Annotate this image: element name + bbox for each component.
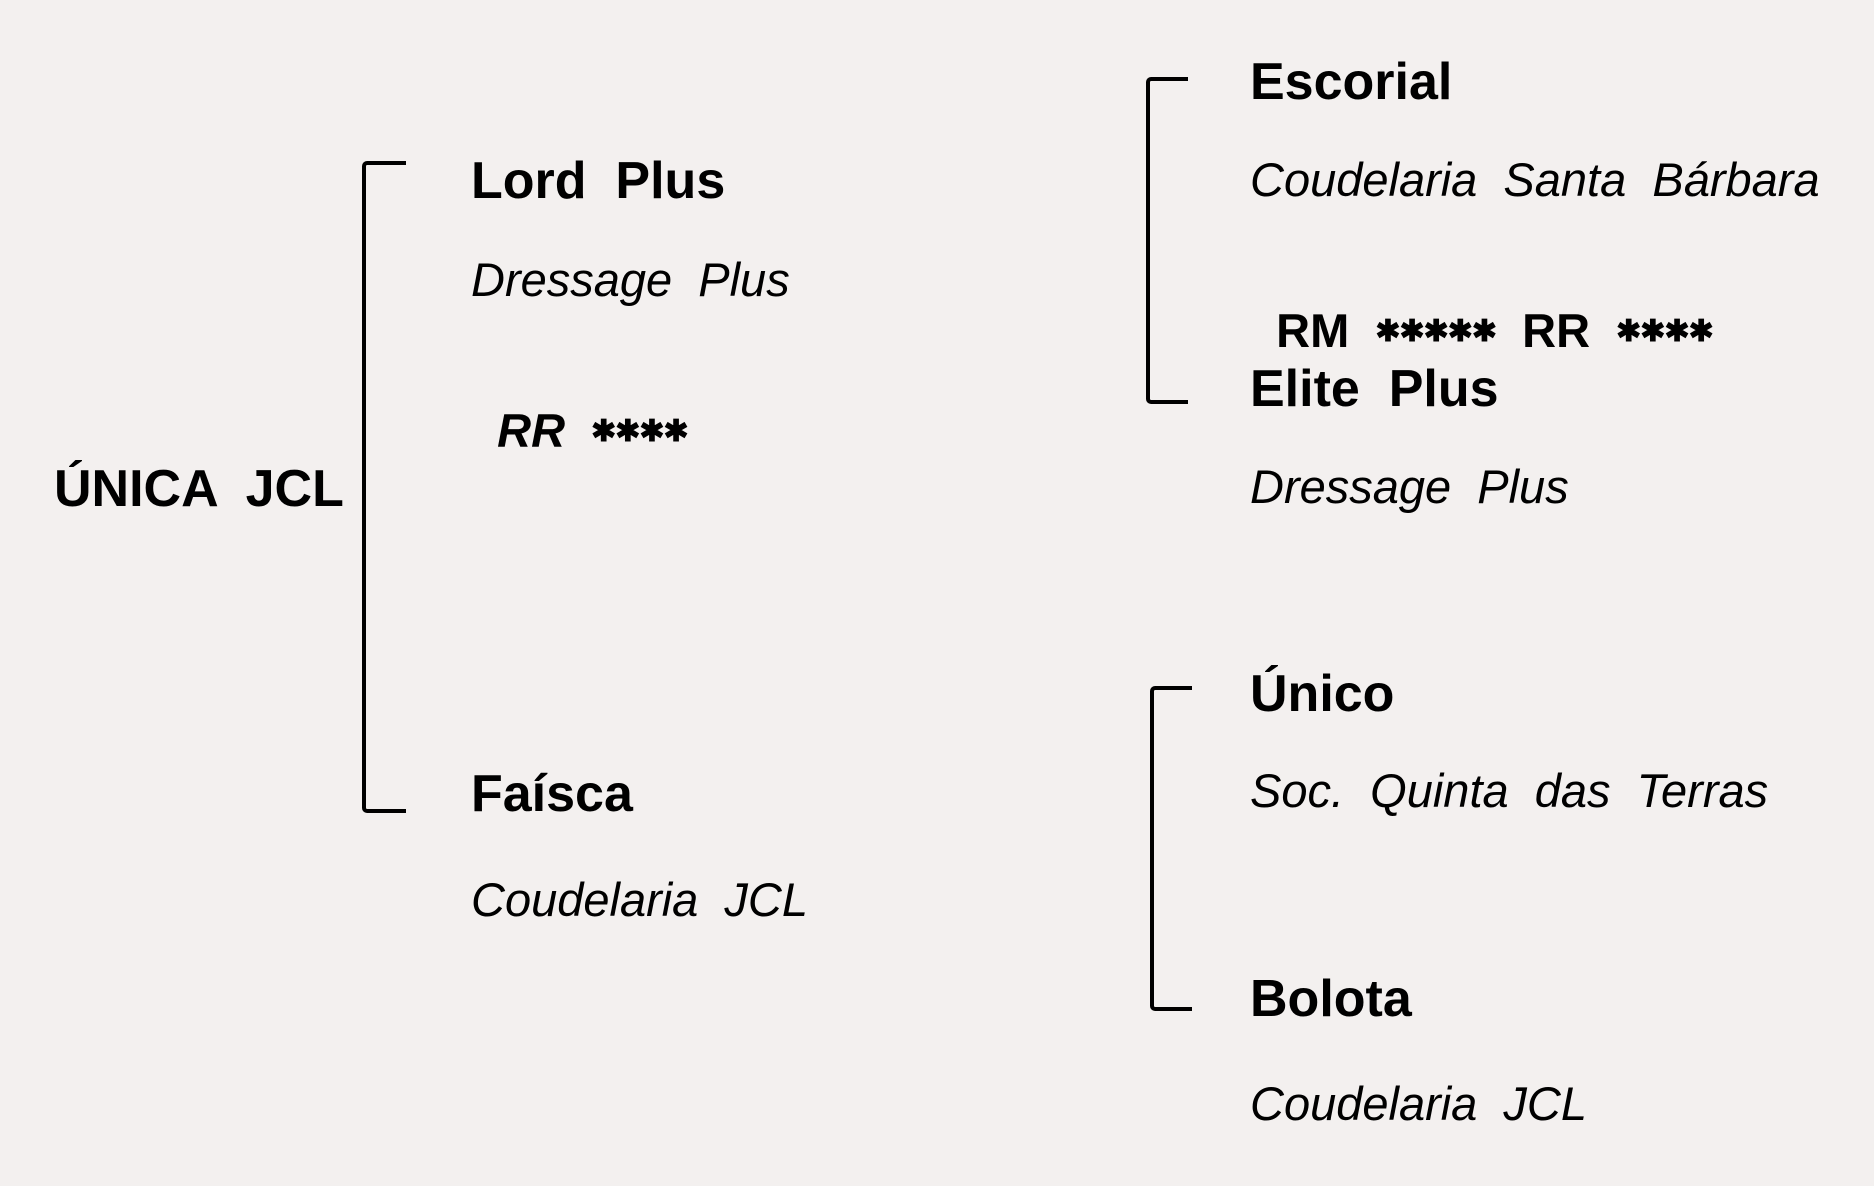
- dam-sire-name: Único: [1250, 665, 1395, 723]
- dam-breeder: Coudelaria JCL: [471, 873, 809, 926]
- dam-name: Faísca: [471, 765, 633, 823]
- sire-sire-name: Escorial: [1250, 53, 1453, 111]
- dam-sire-breeder: Soc. Quinta das Terras: [1250, 764, 1769, 817]
- sire-rating: RR ✱✱✱✱: [471, 360, 689, 457]
- sire-dam-name: Elite Plus: [1250, 360, 1499, 418]
- sire-dam-breeder: Dressage Plus: [1250, 460, 1569, 513]
- bracket-dam-parents: [1150, 686, 1192, 1011]
- rating-stars-rr-icon: ✱✱✱✱: [1616, 315, 1714, 348]
- sire-rating-label: RR: [497, 404, 566, 457]
- dam-dam-breeder: Coudelaria JCL: [1250, 1077, 1588, 1130]
- bracket-subject-parents: [362, 161, 406, 813]
- spacer: [565, 404, 591, 457]
- subject-name: ÚNICA JCL: [54, 460, 344, 518]
- sire-name: Lord Plus: [471, 152, 726, 210]
- bracket-sire-parents: [1146, 77, 1188, 404]
- sire-rating-stars-icon: ✱✱✱✱: [591, 415, 689, 448]
- sire-sire-breeder: Coudelaria Santa Bárbara: [1250, 153, 1820, 206]
- sire-breeder: Dressage Plus: [471, 253, 790, 306]
- sire-sire-ratings: RM ✱✱✱✱✱ RR ✱✱✱✱: [1250, 260, 1714, 357]
- rating-label-rm: RM: [1276, 304, 1350, 357]
- spacer: [1496, 304, 1522, 357]
- rating-stars-rm-icon: ✱✱✱✱✱: [1375, 315, 1497, 348]
- rating-label-rr: RR: [1522, 304, 1591, 357]
- spacer: [1349, 304, 1375, 357]
- spacer: [1590, 304, 1616, 357]
- dam-dam-name: Bolota: [1250, 970, 1412, 1028]
